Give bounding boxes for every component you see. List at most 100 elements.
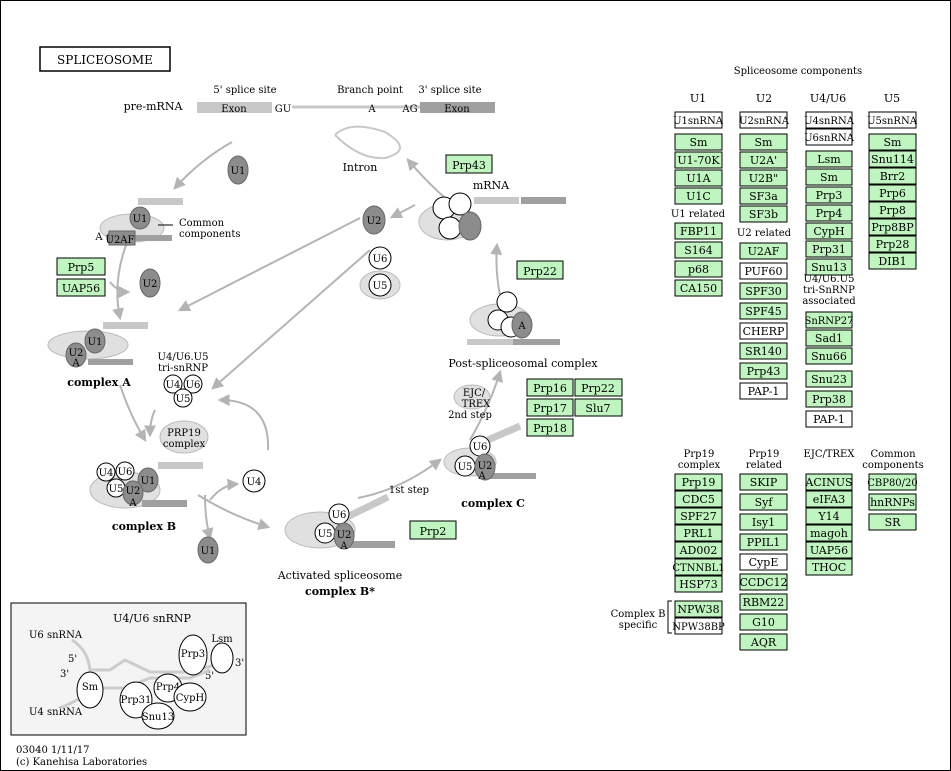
gene-ppil1[interactable]	[739, 533, 788, 551]
gene-sf3b[interactable]	[739, 205, 788, 223]
complex-b-star-label: complex B*	[305, 585, 375, 598]
gene-cherp[interactable]	[739, 322, 788, 340]
gene-s164[interactable]	[674, 241, 723, 259]
gene-snu23[interactable]	[805, 370, 853, 388]
gene-sm[interactable]	[739, 133, 788, 151]
prp5-label: Prp5	[68, 261, 95, 274]
gene-thoc[interactable]	[805, 558, 853, 576]
gene-spf27[interactable]	[674, 507, 723, 525]
gene-sr[interactable]	[868, 513, 917, 531]
gene-skip[interactable]	[739, 473, 788, 491]
u2af-label: U2AF	[106, 235, 135, 246]
uap56-label: UAP56	[62, 282, 100, 295]
gene-u2af[interactable]	[739, 242, 788, 260]
gene-cdc5[interactable]	[674, 490, 723, 508]
gene-prp8bp[interactable]	[868, 218, 917, 236]
gene-u1c[interactable]	[674, 187, 723, 205]
gene-pap-1[interactable]	[805, 410, 853, 428]
tri-snrnp: U4 U6 U5	[163, 374, 203, 408]
gene-eifa3[interactable]	[805, 490, 853, 508]
gene-sr140[interactable]	[739, 342, 788, 360]
gene-aqr[interactable]	[739, 633, 788, 651]
gene-magoh[interactable]	[805, 524, 853, 542]
u2snrna-gene[interactable]	[739, 111, 788, 129]
u1snrna-gene[interactable]	[674, 111, 723, 129]
gene-cbp80-20[interactable]	[868, 473, 917, 491]
gene-prp3[interactable]	[805, 186, 853, 204]
complex-a: U1 U2 A	[47, 322, 148, 369]
uap56-gene[interactable]	[56, 278, 106, 297]
gene-lsm[interactable]	[805, 150, 853, 168]
gene-acinus[interactable]	[805, 473, 853, 491]
svg-text:U2: U2	[367, 216, 382, 227]
gene-rbm22[interactable]	[739, 593, 788, 611]
gene-p68[interactable]	[674, 260, 723, 278]
gene-cype[interactable]	[739, 553, 788, 571]
u2-free-label: U2	[143, 279, 158, 290]
slu7-gene[interactable]	[574, 398, 623, 417]
prp22b-gene[interactable]	[574, 378, 623, 397]
gene-sf3a[interactable]	[739, 187, 788, 205]
gene-isy1[interactable]	[739, 513, 788, 531]
prp18-gene[interactable]	[526, 418, 574, 437]
gene-ccdc12[interactable]	[739, 573, 788, 591]
gene-prp4[interactable]	[805, 204, 853, 222]
gene-spf45[interactable]	[739, 302, 788, 320]
gene-prl1[interactable]	[674, 524, 723, 542]
complex-e-u1-label: U1	[133, 214, 148, 225]
mrna-label: mRNA	[473, 179, 510, 192]
gene-sad1[interactable]	[805, 329, 853, 347]
gene-prp43[interactable]	[739, 362, 788, 380]
gene-snu114[interactable]	[868, 150, 917, 168]
gene-snu13[interactable]	[805, 258, 853, 276]
gene-ca150[interactable]	[674, 279, 723, 297]
gene-cyph[interactable]	[805, 222, 853, 240]
gene-pap-1[interactable]	[739, 382, 788, 400]
gene-hnrnps[interactable]	[868, 493, 917, 511]
u4snrna-gene[interactable]	[805, 111, 853, 129]
gene-prp38[interactable]	[805, 390, 853, 408]
gene-ad002[interactable]	[674, 541, 723, 559]
gene-spf30[interactable]	[739, 282, 788, 300]
gene-ctnnbl1[interactable]	[674, 558, 723, 576]
prp22-gene[interactable]	[516, 260, 564, 280]
gene-prp6[interactable]	[868, 184, 917, 202]
gene-label-u1a: U1A	[686, 172, 711, 185]
prp19-complex-label-1: PRP19	[167, 428, 201, 439]
prp17-gene[interactable]	[526, 398, 574, 417]
u6snrna-gene[interactable]	[805, 128, 853, 146]
prp43-gene[interactable]	[445, 154, 493, 174]
prp5-gene[interactable]	[56, 257, 106, 276]
prp16-gene[interactable]	[526, 378, 574, 397]
u5snrna-gene[interactable]	[868, 111, 917, 129]
gene-u1-70k[interactable]	[674, 151, 723, 169]
gene-dib1[interactable]	[868, 252, 917, 270]
gene-u1a[interactable]	[674, 169, 723, 187]
gene-prp31[interactable]	[805, 240, 853, 258]
gene-sm[interactable]	[674, 133, 723, 151]
gene-uap56[interactable]	[805, 541, 853, 559]
gene-sm[interactable]	[805, 168, 853, 186]
gene-brr2[interactable]	[868, 167, 917, 185]
gene-prp8[interactable]	[868, 201, 917, 219]
gene-npw38bp[interactable]	[674, 617, 723, 635]
gene-prp28[interactable]	[868, 235, 917, 253]
svg-text:U4: U4	[99, 468, 114, 479]
gene-fbp11[interactable]	[674, 222, 723, 240]
gene-g10[interactable]	[739, 613, 788, 631]
gene-snu66[interactable]	[805, 347, 853, 365]
prp19-complex-label-2: complex	[163, 439, 206, 450]
gene-u2b[interactable]	[739, 169, 788, 187]
gene-y14[interactable]	[805, 507, 853, 525]
gene-syf[interactable]	[739, 493, 788, 511]
gene-u2a[interactable]	[739, 151, 788, 169]
svg-text:U4/U6 snRNP: U4/U6 snRNP	[113, 612, 191, 625]
gene-snrnp27[interactable]	[805, 311, 853, 329]
gene-sm[interactable]	[868, 133, 917, 151]
gene-hsp73[interactable]	[674, 575, 723, 593]
gene-npw38[interactable]	[674, 600, 723, 618]
gene-puf60[interactable]	[739, 262, 788, 280]
gene-prp19[interactable]	[674, 473, 723, 491]
prp2-gene[interactable]	[409, 520, 457, 540]
